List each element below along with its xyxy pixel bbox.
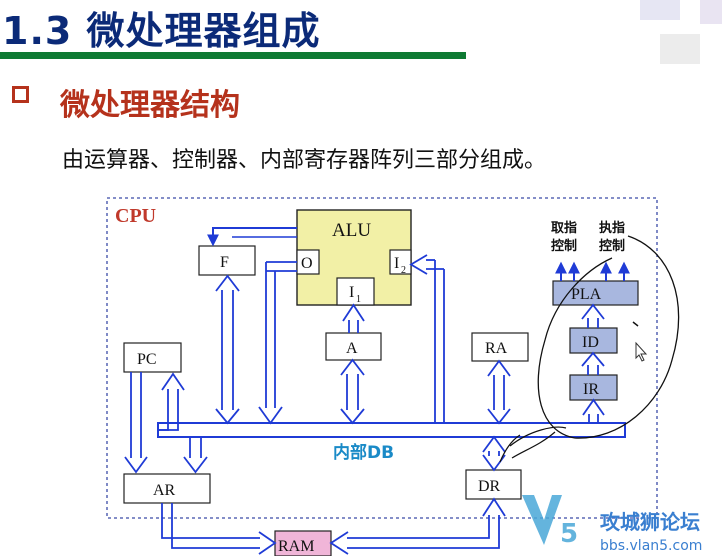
id-label: ID	[582, 334, 599, 351]
watermark-logo: 5	[522, 495, 578, 549]
ar-label: AR	[153, 482, 176, 499]
hand-drawn-stroke	[499, 426, 567, 463]
flag-register-label: F	[220, 254, 229, 271]
ir-label: IR	[583, 381, 599, 398]
pla-label: PLA	[571, 286, 602, 303]
hand-drawn-tick	[632, 321, 639, 327]
internal-bus	[157, 422, 626, 438]
accumulator-register	[325, 332, 382, 361]
dr-register	[465, 469, 522, 500]
id-block	[569, 327, 618, 354]
alu-i1-sub: 1	[356, 294, 361, 305]
internal-bus-label: 内部DB	[333, 442, 394, 463]
ar-register	[123, 473, 211, 504]
hand-drawn-circle	[537, 235, 680, 439]
title-rule	[0, 52, 466, 59]
alu-i2-port	[389, 249, 412, 275]
cpu-label: CPU	[115, 205, 156, 227]
corner-decoration	[660, 34, 700, 64]
svg-text:5: 5	[560, 519, 578, 549]
ra-label: RA	[485, 340, 508, 357]
ram-label: RAM	[278, 538, 314, 555]
flag-register	[198, 245, 256, 276]
cursor-icon	[635, 341, 648, 362]
ram-block	[274, 530, 332, 556]
slide-title: 1.3 微处理器组成	[2, 9, 321, 53]
corner-decoration	[640, 0, 680, 20]
exec-control-label-1: 执指	[599, 220, 625, 236]
alu-i2-sub: 2	[401, 265, 406, 276]
ir-block	[569, 374, 618, 401]
section-heading: 微处理器结构	[60, 88, 240, 123]
dr-label: DR	[478, 478, 501, 495]
subtitle-text: 由运算器、控制器、内部寄存器阵列三部分组成。	[62, 148, 547, 173]
exec-control-label-2: 控制	[599, 238, 625, 254]
alu-o-label: O	[301, 255, 313, 272]
accumulator-label: A	[346, 340, 358, 357]
pc-label: PC	[137, 351, 157, 368]
alu-to-flag-line	[207, 227, 297, 247]
watermark-url: bbs.vlan5.com	[600, 538, 702, 554]
fetch-control-label-1: 取指	[551, 220, 577, 236]
corner-decoration	[700, 0, 722, 24]
pc-register	[123, 342, 182, 373]
alu-i2-label: I	[394, 255, 399, 272]
bullet-box-icon	[12, 86, 29, 103]
hollow-arrows	[124, 254, 605, 555]
alu-label: ALU	[332, 220, 371, 241]
alu-i1-port	[336, 277, 375, 306]
alu-i1-label: I	[349, 284, 354, 301]
cpu-boundary	[106, 197, 658, 519]
fetch-control-label-2: 控制	[551, 238, 577, 254]
watermark-text: 攻城狮论坛	[600, 510, 700, 534]
pla-block	[552, 280, 639, 306]
